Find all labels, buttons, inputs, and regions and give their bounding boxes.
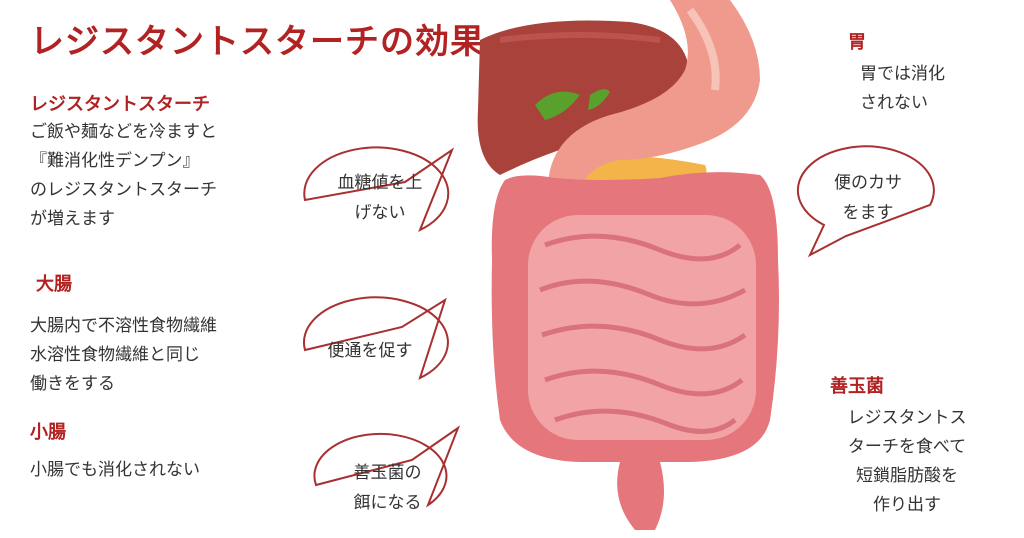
bubble-stool-text: 便のカサ をます [808,168,928,228]
small-intestine [528,215,756,440]
bubble-line: 血糖値を上 [337,173,423,193]
colon-line: 大腸内で不溶性食物繊維 [30,316,217,336]
rectum [617,462,664,530]
bubble-line: 便通を促す [327,341,413,361]
small-line: 小腸でも消化されない [30,460,200,480]
resistant-starch-description: ご飯や麺などを冷ますと 『難消化性デンプン』 のレジスタントスターチ が増えます [30,118,217,234]
colon-description: 大腸内で不溶性食物繊維 水溶性食物繊維と同じ 働きをする [30,312,217,399]
bubble-blood-sugar [303,146,455,233]
bubble-line: をます [842,203,894,223]
bubble-line: 善玉菌の [353,463,422,483]
gallbladder [535,91,580,120]
bubble-bowel-text: 便通を促す [300,336,440,366]
good-bacteria-heading: 善玉菌 [830,376,884,397]
stomach [546,0,760,235]
colon-line: 働きをする [30,374,115,394]
stomach-heading: 胃 [848,32,866,53]
small-intestine-description: 小腸でも消化されない [30,456,200,485]
colon-line: 水溶性食物繊維と同じ [30,345,200,365]
bacteria-line: ターチを食べて [847,437,967,457]
bubble-line: 便のカサ [834,173,902,193]
stomach-line: されない [860,93,928,113]
bacteria-line: 短鎖脂肪酸を [856,466,958,486]
bubble-line: 餌になる [353,493,422,513]
rs-line: のレジスタントスターチ [30,180,217,200]
stomach-line: 胃では消化 [860,64,945,84]
bubble-bowel [302,296,449,380]
good-bacteria-description: レジスタントス ターチを食べて 短鎖脂肪酸を 作り出す [822,404,992,520]
rs-line: ご飯や麺などを冷ますと [30,122,217,142]
digestive-organs-illustration [477,0,779,530]
rs-line: 『難消化性デンプン』 [30,151,200,171]
rs-line: が増えます [30,209,115,229]
liver [477,20,690,175]
page-title: レジスタントスターチの効果 [30,22,485,62]
bubble-bacteria-food-text: 善玉菌の 餌になる [325,458,450,518]
bacteria-line: 作り出す [873,495,941,515]
colon-heading: 大腸 [36,274,72,295]
bubble-line: げない [354,203,406,223]
bubble-blood-sugar-text: 血糖値を上 げない [315,168,445,228]
small-intestine-heading: 小腸 [30,422,66,443]
bubble-stool [796,145,935,258]
bubble-bacteria-food [313,425,461,508]
resistant-starch-heading: レジスタントスターチ [30,94,210,115]
bacteria-line: レジスタントス [847,408,967,428]
stomach-description: 胃では消化 されない [860,60,945,118]
